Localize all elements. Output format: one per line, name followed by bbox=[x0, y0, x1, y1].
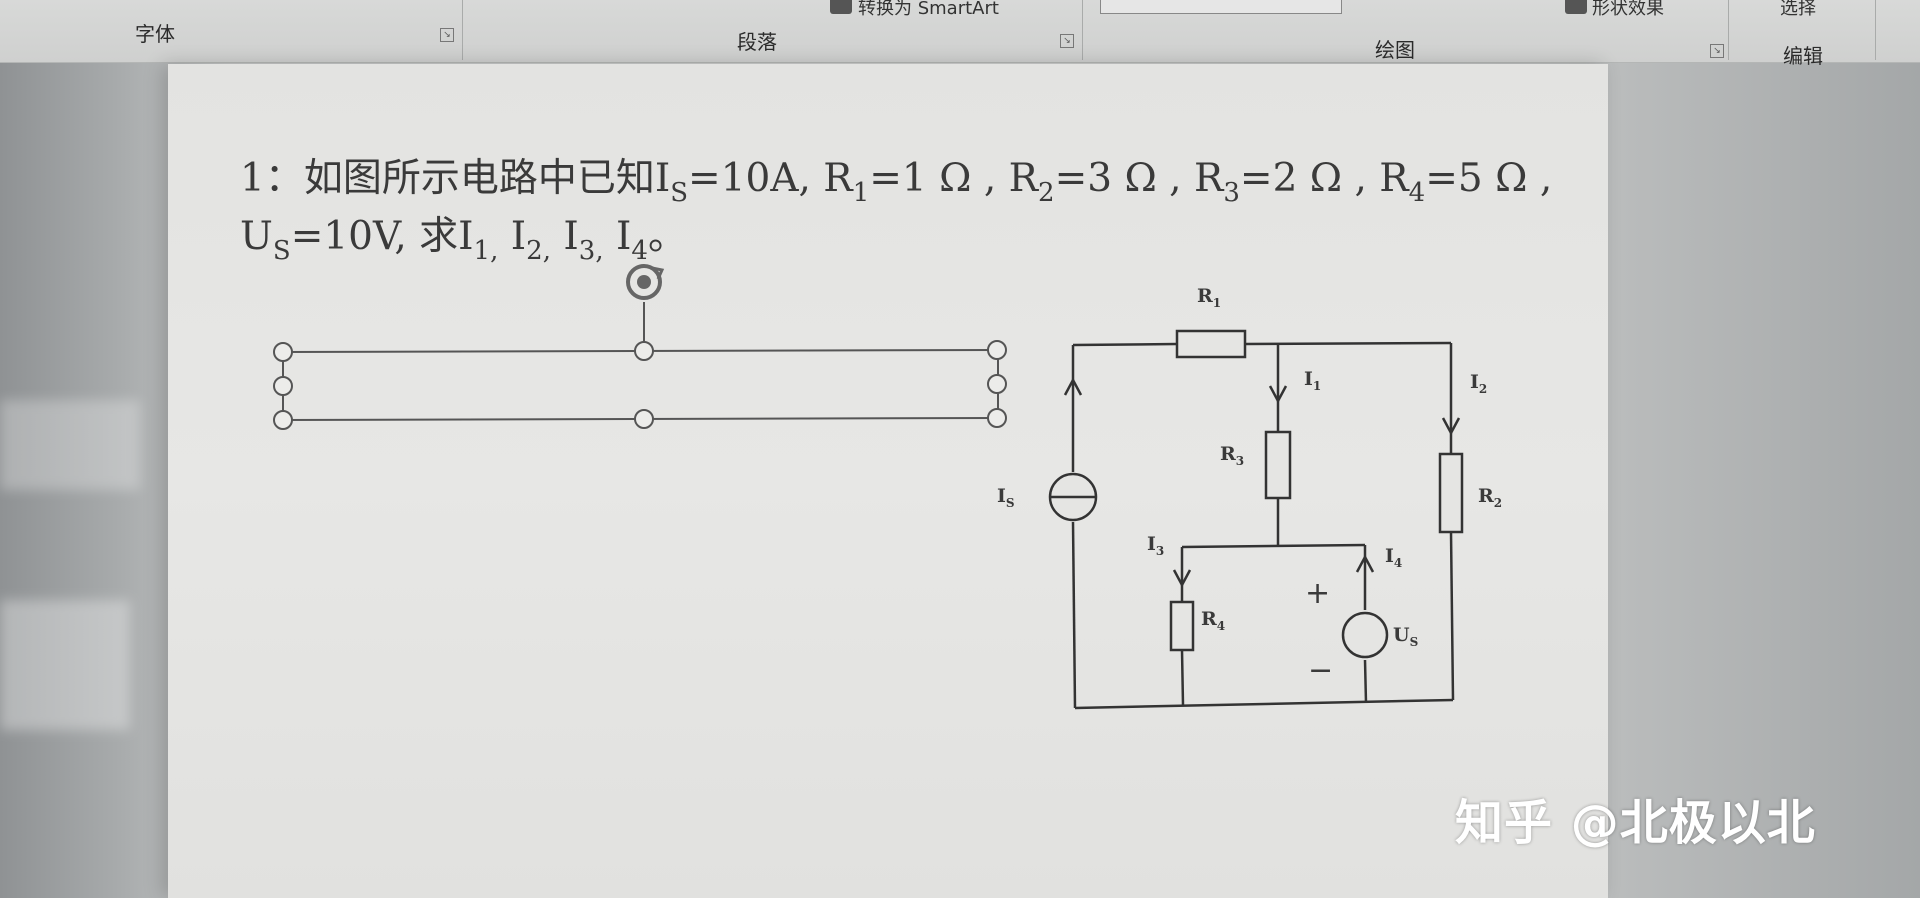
subscript: 2 bbox=[1038, 178, 1055, 208]
problem-text: U bbox=[240, 214, 273, 259]
screen-glare bbox=[0, 600, 130, 730]
convert-smartart-icon[interactable] bbox=[830, 0, 852, 14]
voltage-source-icon bbox=[1341, 611, 1389, 659]
resize-handle-bottom-right[interactable] bbox=[987, 408, 1007, 428]
arrow-down-icon bbox=[1268, 385, 1288, 404]
problem-text: =5 Ω , bbox=[1425, 156, 1553, 201]
label-i1: I1 bbox=[1304, 368, 1321, 393]
shape-effects-icon[interactable] bbox=[1565, 0, 1587, 14]
ribbon-separator bbox=[1082, 0, 1083, 60]
ribbon: 字体 ↘ 转换为 SmartArt 段落 ↘ 绘图 形状效果 ↘ 选择 编辑 bbox=[0, 0, 1920, 68]
resistor-r4 bbox=[1169, 600, 1195, 652]
subscript: 4 bbox=[1408, 178, 1426, 208]
subscript: S bbox=[272, 236, 291, 266]
ribbon-group-drawing-label: 绘图 bbox=[1375, 38, 1415, 62]
arrow-up-icon bbox=[1063, 377, 1083, 396]
ribbon-group-editing-label: 编辑 bbox=[1783, 44, 1823, 68]
ribbon-separator bbox=[1728, 0, 1729, 60]
arrow-down-icon bbox=[1172, 569, 1192, 588]
ribbon-group-font-label: 字体 bbox=[135, 22, 175, 46]
subscript: 1 bbox=[852, 178, 870, 208]
subscript: 2, bbox=[526, 236, 551, 266]
label-us: US bbox=[1393, 624, 1418, 649]
label-r2: R2 bbox=[1478, 485, 1502, 510]
label-minus: − bbox=[1308, 653, 1333, 688]
watermark-text: 知乎 @北极以北 bbox=[1455, 795, 1816, 851]
label-r4: R4 bbox=[1201, 608, 1225, 633]
resize-handle-bottom-center[interactable] bbox=[634, 409, 654, 429]
paragraph-dialog-launcher[interactable]: ↘ bbox=[1060, 34, 1074, 48]
arrow-down-icon bbox=[1441, 417, 1461, 436]
label-r1: R1 bbox=[1197, 285, 1221, 310]
shape-style-dropdown[interactable] bbox=[1100, 0, 1342, 14]
problem-text: I bbox=[550, 214, 579, 259]
problem-text: I bbox=[498, 214, 527, 259]
resize-handle-bottom-left[interactable] bbox=[273, 410, 293, 430]
ribbon-separator bbox=[1875, 0, 1876, 60]
problem-statement: 1：如图所示电路中已知IS=10A, R1=1 Ω , R2=3 Ω , R3=… bbox=[240, 150, 1590, 266]
problem-text: =2 Ω , R bbox=[1239, 156, 1409, 201]
subscript: 1, bbox=[473, 236, 499, 266]
resize-handle-middle-right[interactable] bbox=[987, 374, 1007, 394]
ribbon-separator bbox=[462, 0, 463, 60]
convert-smartart-button[interactable]: 转换为 SmartArt bbox=[858, 0, 999, 19]
current-source-icon bbox=[1048, 472, 1098, 522]
problem-text: 1：如图所示电路中已知I bbox=[240, 156, 671, 201]
resize-handle-middle-left[interactable] bbox=[273, 376, 293, 396]
subscript: 3, bbox=[578, 236, 604, 266]
label-i3: I3 bbox=[1147, 533, 1164, 558]
problem-text: I bbox=[603, 214, 632, 259]
label-is: IS bbox=[997, 485, 1015, 510]
resize-handle-top-left[interactable] bbox=[273, 342, 293, 362]
screen-glare bbox=[0, 400, 140, 490]
problem-text: =10A, R bbox=[688, 156, 853, 201]
problem-text: 。 bbox=[647, 214, 687, 259]
subscript: S bbox=[670, 178, 689, 208]
drawing-dialog-launcher[interactable]: ↘ bbox=[1710, 44, 1724, 58]
shape-effects-button[interactable]: 形状效果 bbox=[1592, 0, 1664, 19]
subscript: 3 bbox=[1223, 178, 1240, 208]
ribbon-group-paragraph-label: 段落 bbox=[737, 30, 777, 54]
resistor-r2 bbox=[1438, 452, 1464, 534]
arrow-up-icon bbox=[1355, 554, 1375, 573]
resize-handle-top-center[interactable] bbox=[634, 341, 654, 361]
problem-text: =10V, 求I bbox=[290, 214, 474, 259]
resistor-r1 bbox=[1175, 329, 1247, 359]
label-plus: + bbox=[1305, 576, 1330, 611]
document-page[interactable] bbox=[168, 64, 1608, 898]
rotate-handle-icon[interactable] bbox=[626, 264, 665, 300]
label-r3: R3 bbox=[1220, 443, 1244, 468]
label-i2: I2 bbox=[1470, 371, 1487, 396]
select-button[interactable]: 选择 bbox=[1780, 0, 1816, 19]
problem-text: =1 Ω , R bbox=[869, 156, 1039, 201]
label-i4: I4 bbox=[1385, 545, 1402, 570]
resistor-r3 bbox=[1264, 430, 1292, 500]
font-dialog-launcher[interactable]: ↘ bbox=[440, 28, 454, 42]
resize-handle-top-right[interactable] bbox=[987, 340, 1007, 360]
problem-text: =3 Ω , R bbox=[1054, 156, 1224, 201]
subscript: 4 bbox=[631, 236, 648, 266]
